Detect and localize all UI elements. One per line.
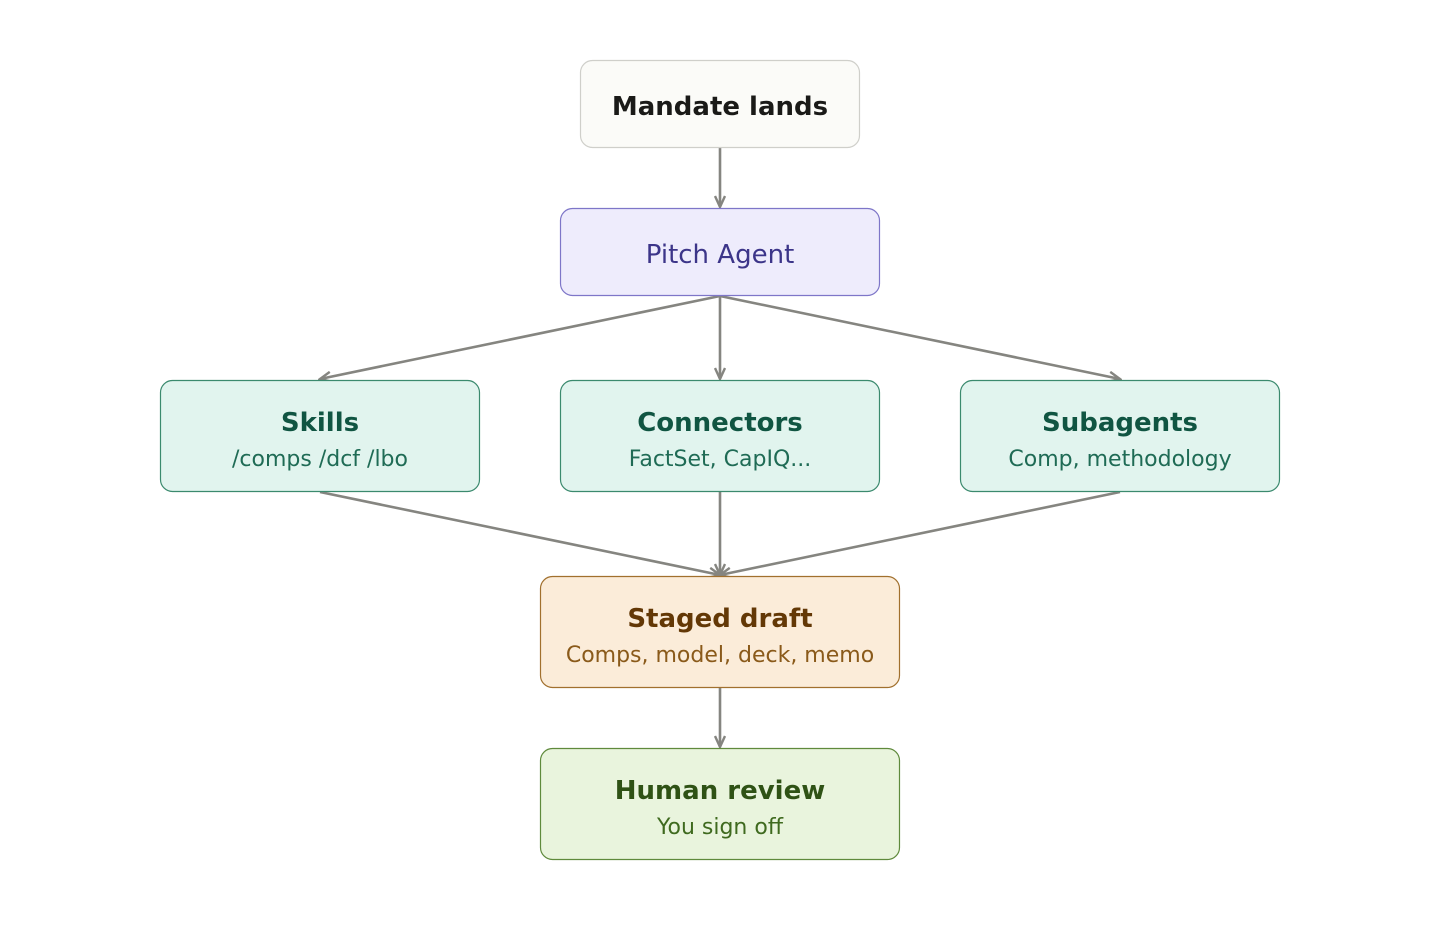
- node-connectors-box: [559, 379, 881, 493]
- node-skills-box: [159, 379, 481, 493]
- node-skills-title: Skills: [281, 408, 359, 438]
- node-subagents-subtitle: Comp, methodology: [1008, 447, 1231, 472]
- node-pitch-box: [559, 207, 881, 297]
- edge-skills-to-staged: [319, 490, 720, 575]
- node-mandate-title: Mandate lands: [612, 92, 828, 122]
- node-skills: Skills /comps /dcf /lbo: [159, 379, 481, 493]
- node-connectors-title: Connectors: [637, 408, 803, 438]
- node-pitch-title: Pitch Agent: [646, 240, 795, 270]
- node-human-review: Human review You sign off: [539, 747, 901, 861]
- node-review-box: [539, 747, 901, 861]
- node-pitch-agent: Pitch Agent: [559, 207, 881, 297]
- node-skills-subtitle: /comps /dcf /lbo: [232, 447, 408, 472]
- edge-pitch-to-skills: [320, 294, 721, 379]
- node-subagents-title: Subagents: [1042, 408, 1198, 438]
- node-subagents: Subagents Comp, methodology: [959, 379, 1281, 493]
- node-staged-title: Staged draft: [627, 604, 812, 634]
- node-subagents-box: [959, 379, 1281, 493]
- node-staged-box: [539, 575, 901, 689]
- node-connectors-subtitle: FactSet, CapIQ...: [629, 447, 812, 472]
- node-review-subtitle: You sign off: [656, 815, 784, 840]
- node-review-title: Human review: [615, 776, 825, 806]
- edge-subagents-to-staged: [720, 490, 1121, 575]
- node-connectors: Connectors FactSet, CapIQ...: [559, 379, 881, 493]
- edge-pitch-to-subagents: [719, 294, 1120, 379]
- node-staged-draft: Staged draft Comps, model, deck, memo: [539, 575, 901, 689]
- edges: [320, 148, 1120, 747]
- node-staged-subtitle: Comps, model, deck, memo: [566, 643, 874, 668]
- node-mandate-lands: Mandate lands: [579, 59, 861, 149]
- node-mandate-box: [579, 59, 861, 149]
